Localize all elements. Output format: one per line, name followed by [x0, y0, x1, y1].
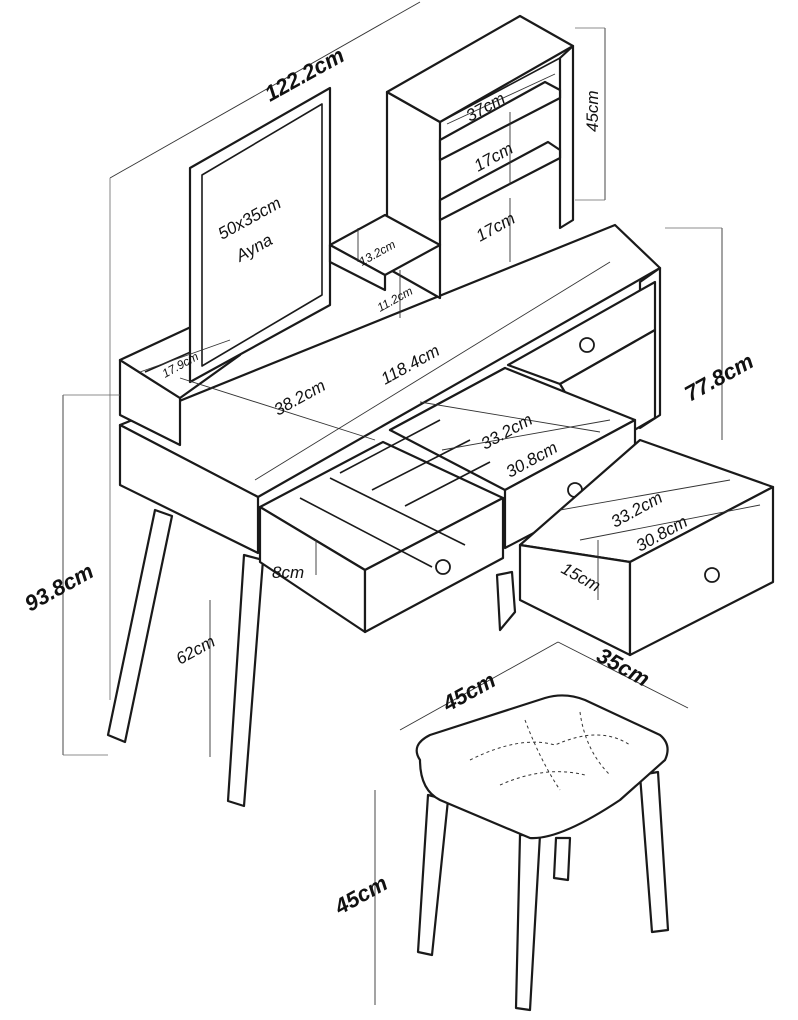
stool-leg-right: [638, 770, 670, 934]
tray-drawer-front: [363, 496, 505, 634]
label-shelf-height: 45cm: [583, 90, 602, 132]
mirror-glass: [201, 103, 323, 367]
label-total-width: 122.2cm: [260, 42, 348, 106]
label-stool-width: 45cm: [437, 667, 499, 717]
drawer-knob-icon: [579, 337, 595, 353]
stool-back-leg: [552, 836, 572, 882]
label-total-height: 93.8cm: [20, 558, 97, 616]
shelf-board-1: [438, 80, 562, 162]
stool-leg-front-mid: [514, 833, 542, 1012]
vanity-desk: [106, 14, 775, 808]
tufted-cushion-icon: [469, 711, 631, 791]
drawer-knob-icon: [704, 567, 720, 583]
front-left-leg: [106, 508, 174, 744]
shelf-back-edge: [439, 57, 561, 123]
label-shelf-gap-2: 17cm: [473, 209, 519, 246]
stool: [415, 694, 670, 1012]
label-leg-height: 62cm: [173, 632, 219, 669]
small-cubby-front: [328, 243, 387, 292]
dimension-lines: [62, 1, 761, 1005]
label-tray-height: 8cm: [272, 563, 304, 582]
label-stool-height: 45cm: [329, 870, 391, 920]
shelf-board-2: [438, 140, 562, 222]
stool-cushion: [415, 694, 669, 840]
right-drawer-side: [518, 543, 632, 657]
drawer-knob-icon: [435, 559, 451, 575]
stool-leg-front-left: [416, 793, 450, 957]
desk-apron-front: [118, 423, 260, 555]
shelf-unit-right-panel: [558, 44, 575, 230]
front-right-leg: [226, 553, 265, 808]
back-leg-right: [495, 570, 517, 632]
label-desk-height: 77.8cm: [680, 348, 757, 406]
